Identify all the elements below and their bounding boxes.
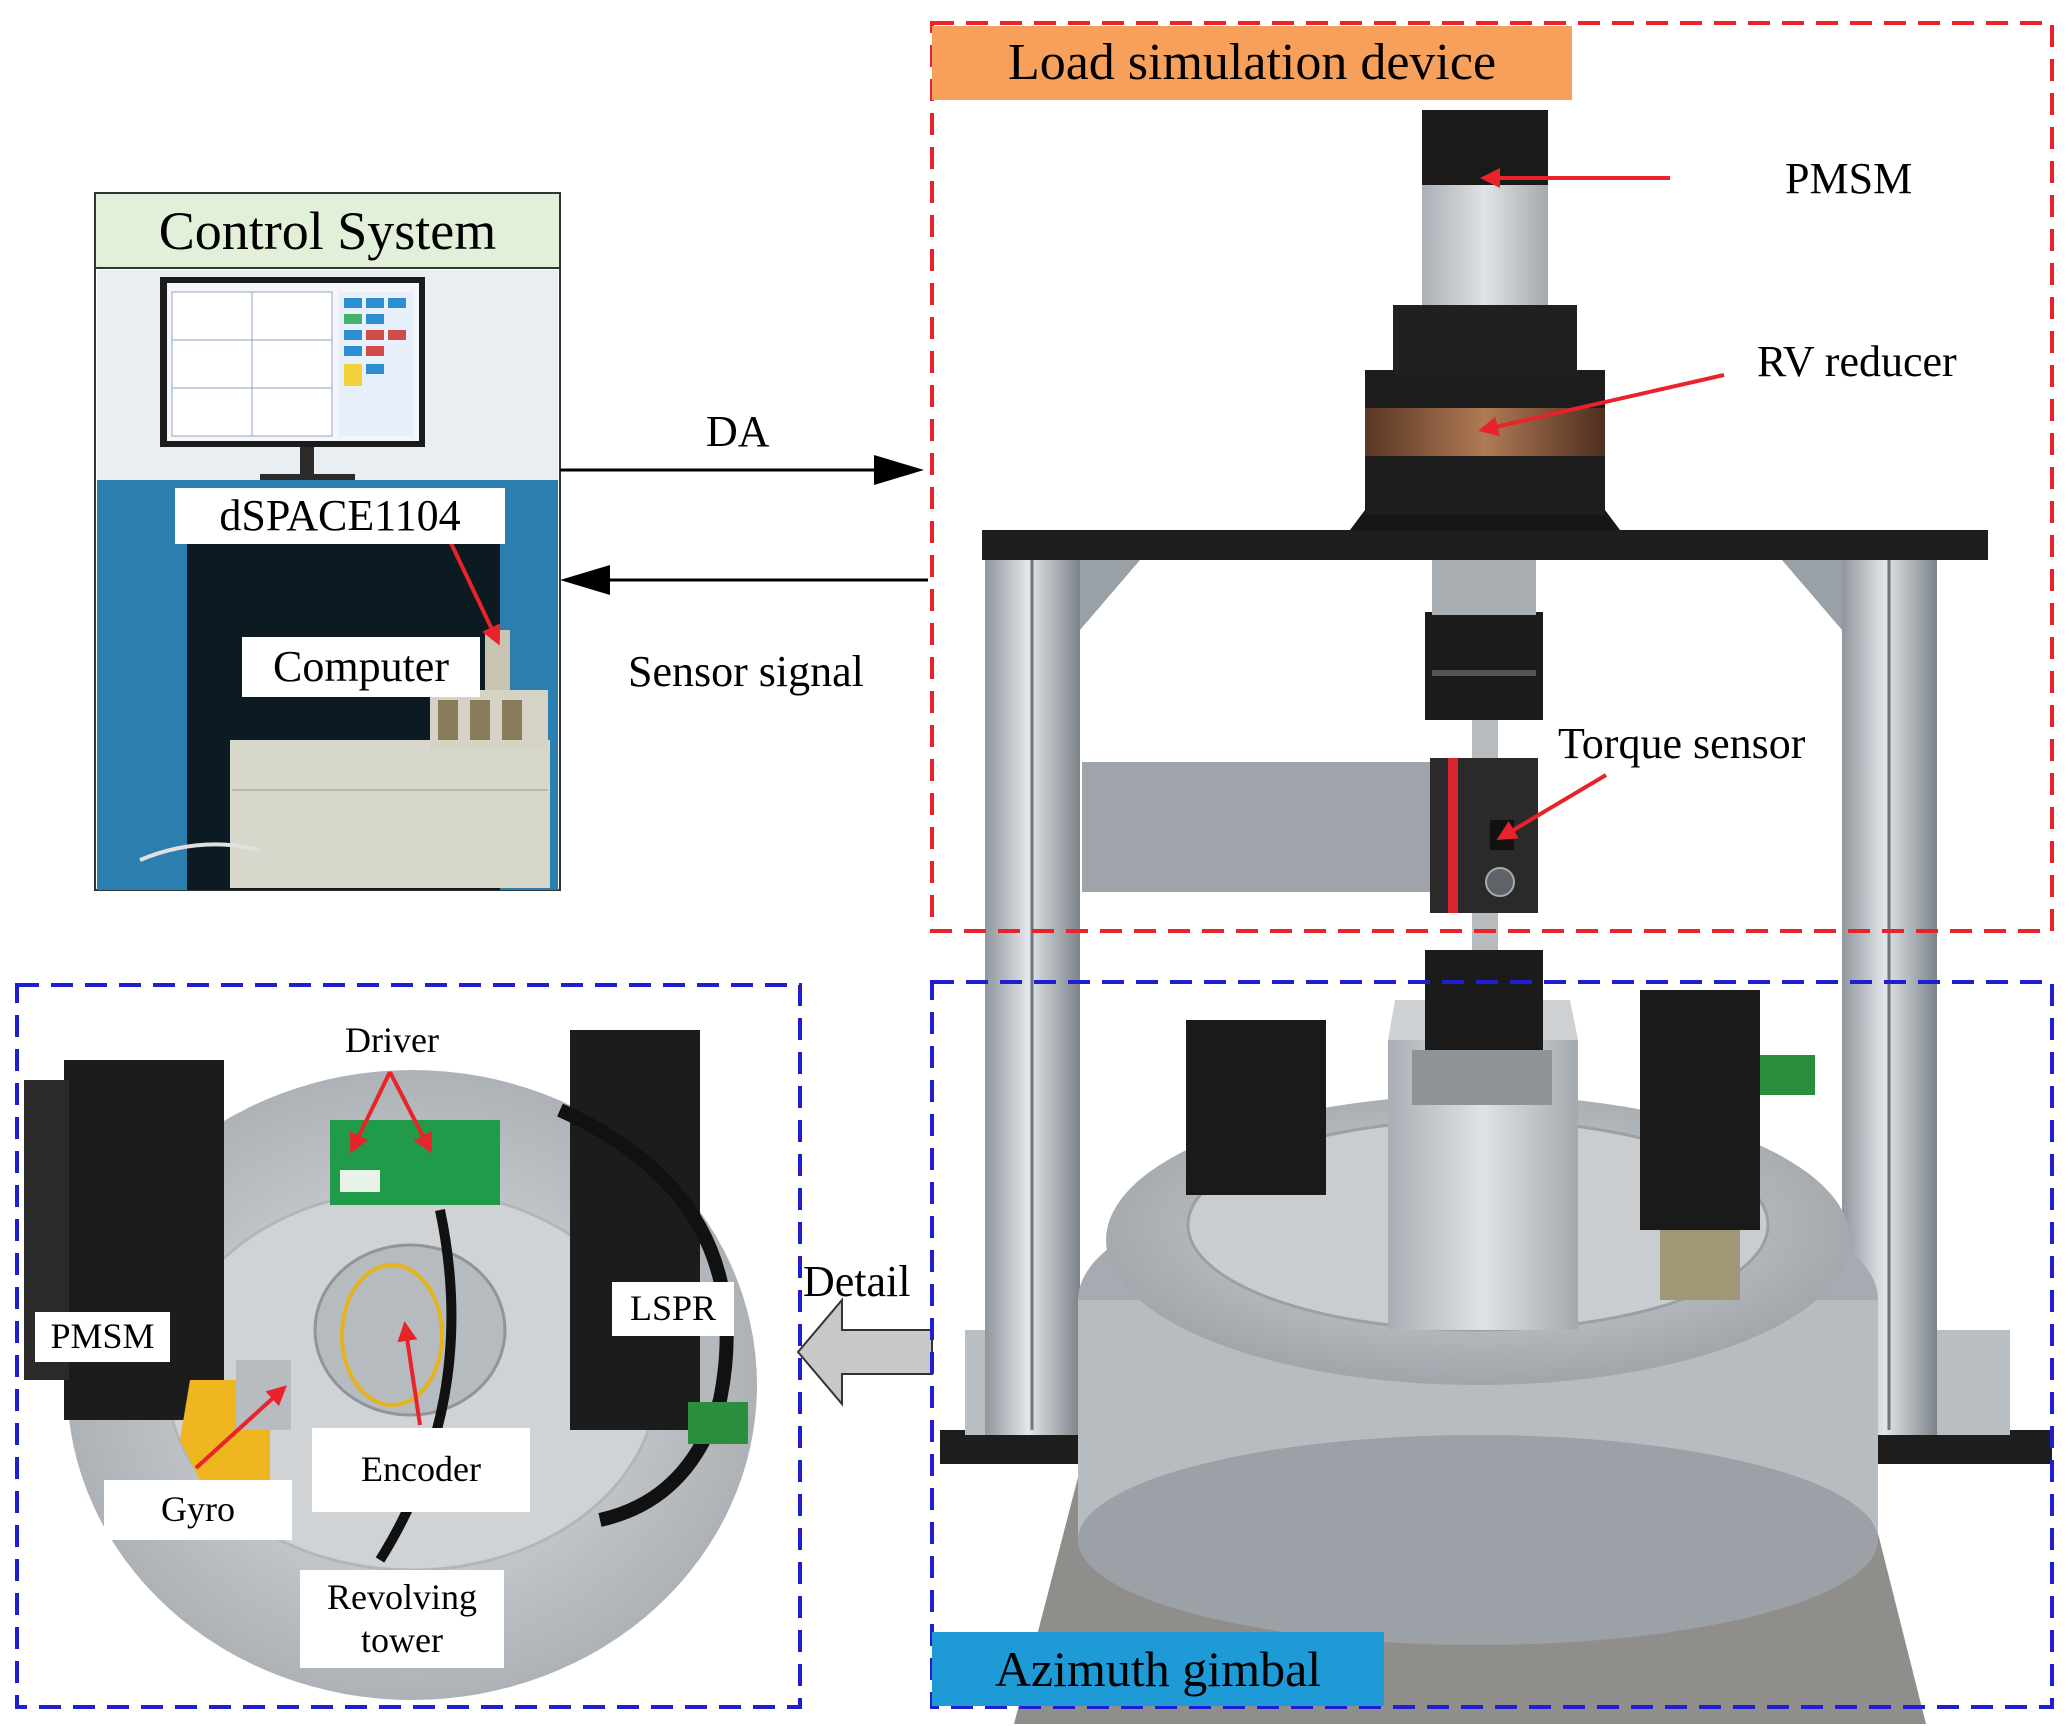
load-device-frame [930, 21, 2054, 933]
rv-reducer-label: RV reducer [1757, 337, 1957, 386]
arrow-left-icon [560, 565, 610, 595]
computer-label: Computer [242, 637, 480, 697]
revolving-tower-label-line1: Revolving [327, 1576, 477, 1617]
azimuth-title-bg [932, 1632, 1384, 1706]
revolving-tower-label-line2: tower [361, 1620, 443, 1660]
encoder-label: Encoder [312, 1428, 530, 1512]
gyro-pointer-arrow [194, 1385, 287, 1470]
azimuth-gimbal-frame [930, 980, 2054, 1709]
dspace-label: dSPACE1104 [175, 488, 505, 544]
load-pmsm-label: PMSM [1785, 154, 1913, 203]
driver-pointer-arrow-left [350, 1071, 392, 1154]
control-system-panel [94, 192, 561, 891]
detail-pointer-arrows [194, 1071, 432, 1470]
gimbal-motor-right [1640, 990, 1760, 1230]
rv-pointer-arrow [1478, 373, 1725, 437]
lower-coupling [1425, 950, 1543, 1050]
gimbal-motor-left [1186, 1020, 1326, 1195]
torque-sensor-label: Torque sensor [1558, 719, 1806, 768]
detail-label: Detail [803, 1257, 911, 1306]
sensor-signal-label: Sensor signal [628, 647, 864, 696]
detail-lspr-motor [570, 1030, 700, 1430]
revolving-tower-label: Revolving tower [300, 1570, 504, 1668]
driver-label: Driver [345, 1020, 439, 1060]
azimuth-gimbal-title: Azimuth gimbal [994, 1641, 1322, 1697]
driver-pointer-arrow-right [388, 1071, 432, 1154]
lspr-label: LSPR [612, 1282, 734, 1336]
signal-arrows [560, 455, 928, 595]
torque-pointer-arrow [1496, 773, 1608, 841]
bench-pointer-arrows [1478, 168, 1725, 841]
da-signal-label: DA [706, 407, 770, 456]
control-system-title: Control System [158, 200, 497, 261]
detail-arrow-icon [796, 1297, 933, 1407]
torque-sensor-body [1430, 758, 1538, 913]
load-device-title: Load simulation device [1007, 34, 1497, 91]
detail-pmsm-motor [64, 1060, 224, 1420]
computer-photo [97, 270, 558, 890]
top-plate [982, 530, 1988, 560]
upper-coupling [1425, 612, 1543, 720]
encoder-pointer-arrow [397, 1321, 422, 1426]
arrow-right-icon [874, 455, 924, 485]
detail-pmsm-label: PMSM [35, 1312, 170, 1362]
detail-frame [15, 983, 802, 1709]
gyro-label: Gyro [104, 1480, 292, 1540]
computer-case [230, 740, 550, 888]
load-device-title-bg [932, 26, 1572, 100]
control-system-title-bg [94, 192, 561, 269]
sensor-bracket [1082, 762, 1442, 892]
driver-boards [330, 1120, 500, 1205]
